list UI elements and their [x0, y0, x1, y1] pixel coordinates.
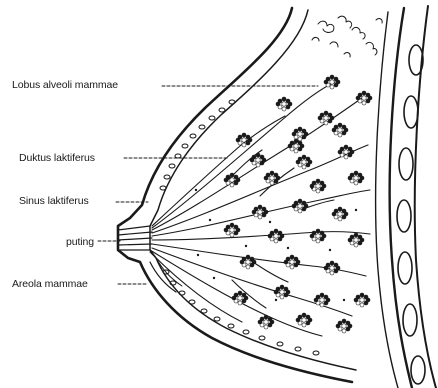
chest-wall-inner-line — [415, 6, 436, 388]
lobule-cluster — [318, 111, 334, 125]
lobule-cluster — [310, 179, 326, 193]
lobule-cluster — [332, 207, 348, 221]
fat-lobules-top — [312, 16, 382, 57]
chest-muscle-line — [376, 12, 398, 388]
lobule-cluster — [332, 123, 348, 137]
lobule-cluster — [250, 153, 266, 167]
lobule-cluster — [236, 133, 252, 147]
label-duktus-laktiferus: Duktus laktiferus — [19, 152, 95, 164]
lobule-cluster — [356, 91, 372, 105]
tissue-dots — [195, 187, 357, 301]
lobule-cluster — [348, 233, 364, 247]
lobule-cluster — [224, 173, 240, 187]
lobule-cluster — [296, 313, 312, 327]
label-puting: puting — [66, 236, 94, 248]
lobule-cluster — [274, 285, 290, 299]
label-areola-mammae: Areola mammae — [12, 278, 88, 290]
lobule-cluster — [314, 293, 330, 307]
lobule-cluster — [324, 261, 340, 275]
label-lobus-alveoli-mammae: Lobus alveoli mammae — [12, 79, 118, 91]
lobule-cluster — [310, 229, 326, 243]
lobule-cluster — [268, 229, 284, 243]
lobule-cluster — [288, 139, 304, 153]
lobule-cluster — [292, 127, 308, 141]
lobule-cluster — [224, 223, 240, 237]
label-sinus-laktiferus: Sinus laktiferus — [19, 195, 89, 207]
lobule-cluster — [276, 97, 292, 111]
lobule-cluster — [258, 315, 274, 329]
lobule-cluster — [336, 319, 352, 333]
lobule-cluster — [284, 255, 300, 269]
lobule-cluster — [354, 293, 370, 307]
alveolar-lobules — [224, 75, 372, 333]
lobule-cluster — [348, 171, 364, 185]
nipple-lines — [118, 226, 152, 250]
lobule-cluster — [252, 205, 268, 219]
skin-outline — [118, 8, 352, 382]
lobule-cluster — [292, 199, 308, 213]
lobule-cluster — [296, 155, 312, 169]
